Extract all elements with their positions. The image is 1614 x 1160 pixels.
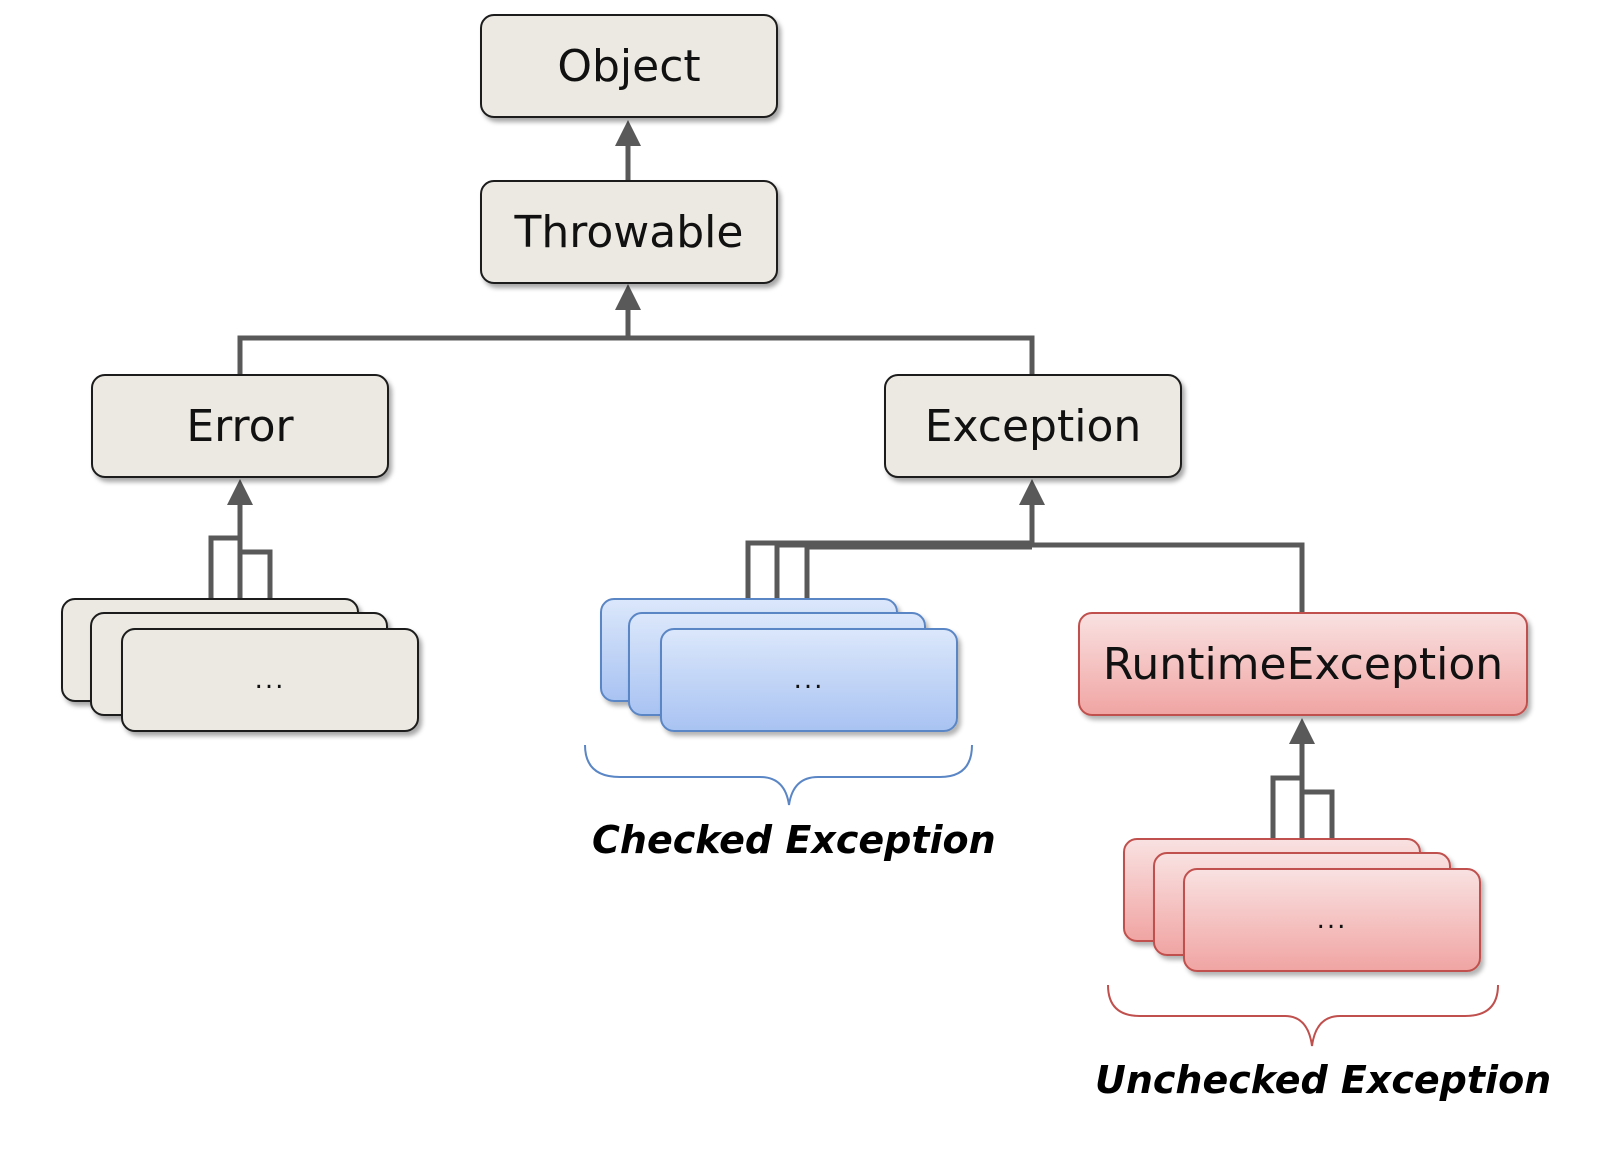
node-object-label: Object: [557, 40, 701, 92]
arrowhead-runtime: [1289, 718, 1315, 744]
error-subclass-front[interactable]: ...: [121, 628, 419, 732]
unchecked-subclasses-label: ...: [1316, 905, 1348, 935]
node-runtime-exception-label: RuntimeException: [1102, 638, 1504, 690]
node-throwable-label: Throwable: [514, 206, 744, 258]
unchecked-brace: [1107, 984, 1499, 1047]
node-object[interactable]: Object: [480, 14, 778, 118]
edge-error-throwable: [237, 335, 1035, 374]
node-exception[interactable]: Exception: [884, 374, 1182, 478]
checked-exception-caption: Checked Exception: [592, 818, 996, 862]
node-error-label: Error: [186, 400, 294, 452]
checked-subclasses-label: ...: [793, 665, 825, 695]
edge-runtime-exception: [1032, 542, 1305, 612]
arrowhead-exception: [1019, 479, 1045, 505]
node-error[interactable]: Error: [91, 374, 389, 478]
error-subclasses-label: ...: [254, 665, 286, 695]
arrowhead-object: [615, 120, 641, 146]
arrowhead-error: [227, 479, 253, 505]
checked-subclass-front[interactable]: ...: [660, 628, 958, 732]
node-throwable[interactable]: Throwable: [480, 180, 778, 284]
checked-brace: [584, 744, 973, 806]
unchecked-exception-caption: Unchecked Exception: [1095, 1058, 1552, 1102]
edge-checked-subclasses: [745, 500, 1035, 628]
arrowhead-throwable: [615, 284, 641, 310]
node-runtime-exception[interactable]: RuntimeException: [1078, 612, 1528, 716]
unchecked-subclass-front[interactable]: ...: [1183, 868, 1481, 972]
node-exception-label: Exception: [924, 400, 1142, 452]
